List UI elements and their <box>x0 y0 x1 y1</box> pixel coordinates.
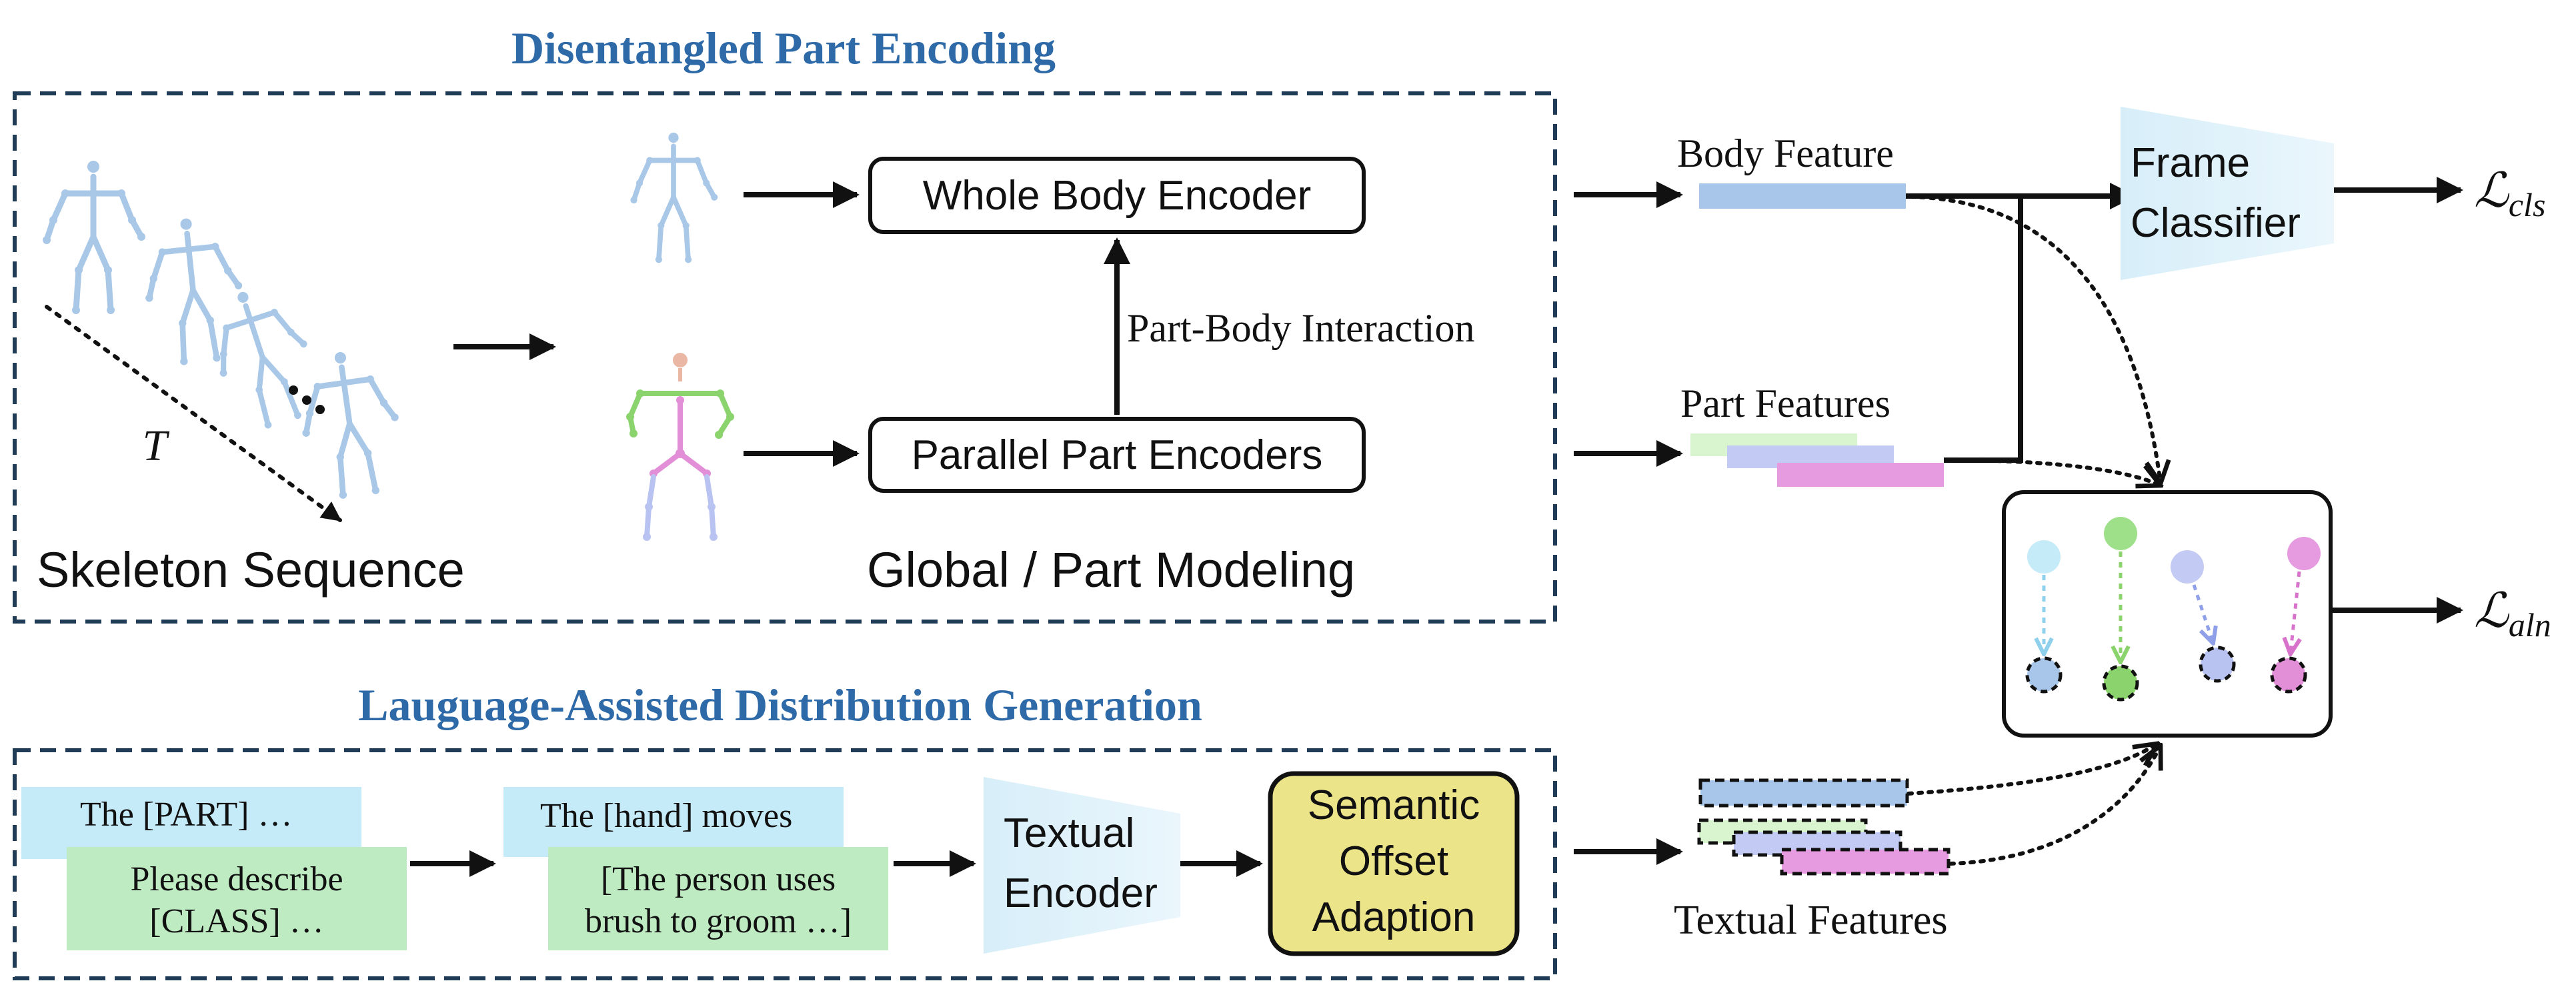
textual-part-to-alignment-curve <box>1949 746 2161 866</box>
template-prompt-2-box <box>67 847 407 950</box>
global-part-modeling-label: Global / Part Modeling <box>867 542 1355 598</box>
time-arrow <box>45 305 342 522</box>
loss-cls: ℒcls <box>2474 164 2545 223</box>
textual-encoder-line2: Encoder <box>1004 870 1158 916</box>
generated-description-2-line1: [The person uses <box>601 860 836 898</box>
generated-2-box <box>548 847 888 950</box>
textual-encoder-shape <box>984 777 1180 954</box>
generated-description-1: The [hand] moves <box>540 797 792 835</box>
semantic-offset-line2: Offset <box>1339 838 1448 884</box>
section-title-disentangled: Disentangled Part Encoding <box>511 23 1056 73</box>
textual-feature-bars <box>1697 778 1951 876</box>
textual-feature-pink <box>1780 848 1951 876</box>
body-feature-label: Body Feature <box>1677 131 1894 175</box>
semantic-offset-line3: Adaption <box>1312 894 1476 940</box>
alignment-box <box>2002 490 2333 738</box>
textual-encoder-line1: Textual <box>1004 810 1134 856</box>
section-title-language: Lauguage-Assisted Distribution Generatio… <box>358 680 1202 730</box>
frame-classifier-shape <box>2121 107 2334 280</box>
language-frame <box>13 748 1557 980</box>
generated-descriptions: The [hand] moves [The person uses brush … <box>503 787 888 950</box>
ellipsis-dots <box>289 385 325 414</box>
generated-1-box <box>503 787 844 857</box>
lavender-point <box>2171 550 2204 584</box>
semantic-offset-adaption-box <box>1268 771 1520 956</box>
skeleton-sequence-label: Skeleton Sequence <box>37 542 465 598</box>
part-features-label: Part Features <box>1680 381 1890 425</box>
generated-description-2-line2: brush to groom …] <box>585 902 852 940</box>
template-prompts: The [PART] … Please describe [CLASS] … <box>21 787 407 950</box>
textual-feature-body <box>1698 778 1909 808</box>
template-prompt-2-line2: [CLASS] … <box>149 902 323 940</box>
green-point <box>2104 517 2137 550</box>
body-text-point <box>2025 656 2063 694</box>
textual-body-to-alignment-curve <box>1906 744 2157 796</box>
body-to-alignment-curve <box>1908 195 2161 483</box>
alignment-points <box>2025 517 2321 702</box>
part-to-classifier-line <box>1944 196 2023 463</box>
pink-point <box>2287 537 2321 570</box>
lavender-text-point <box>2199 646 2236 683</box>
frame-classifier-line2: Classifier <box>2131 200 2301 246</box>
skeleton-frame-4 <box>292 345 409 504</box>
semantic-offset-line1: Semantic <box>1308 782 1480 828</box>
part-body-interaction-label: Part-Body Interaction <box>1127 306 1475 350</box>
green-text-point <box>2102 664 2139 702</box>
skeleton-frame-1 <box>43 161 145 314</box>
skeleton-frame-2 <box>137 213 249 369</box>
template-prompt-1: The [PART] … <box>80 796 293 834</box>
pink-text-point <box>2270 656 2307 694</box>
global-skeleton <box>630 133 718 263</box>
textual-features-label: Textual Features <box>1674 898 1948 943</box>
whole-body-encoder-label: Whole Body Encoder <box>923 173 1311 219</box>
part-to-alignment-curve <box>1945 458 2161 485</box>
parallel-part-encoders-label: Parallel Part Encoders <box>912 432 1323 478</box>
disentangled-frame <box>13 91 1557 624</box>
body-point <box>2027 540 2061 574</box>
whole-body-encoder-box <box>868 157 1366 234</box>
frame-classifier-line1: Frame <box>2131 140 2250 186</box>
parallel-part-encoders-box <box>868 417 1366 493</box>
part-feature-bar-pink <box>1777 463 1944 487</box>
skeleton-sequence: T Skeleton Sequence <box>37 161 465 598</box>
part-skeleton <box>626 353 734 541</box>
body-feature-bar <box>1699 183 1906 209</box>
time-symbol: T <box>143 421 170 470</box>
template-prompt-2-line1: Please describe <box>130 860 343 898</box>
loss-aln: ℒaln <box>2474 584 2551 644</box>
